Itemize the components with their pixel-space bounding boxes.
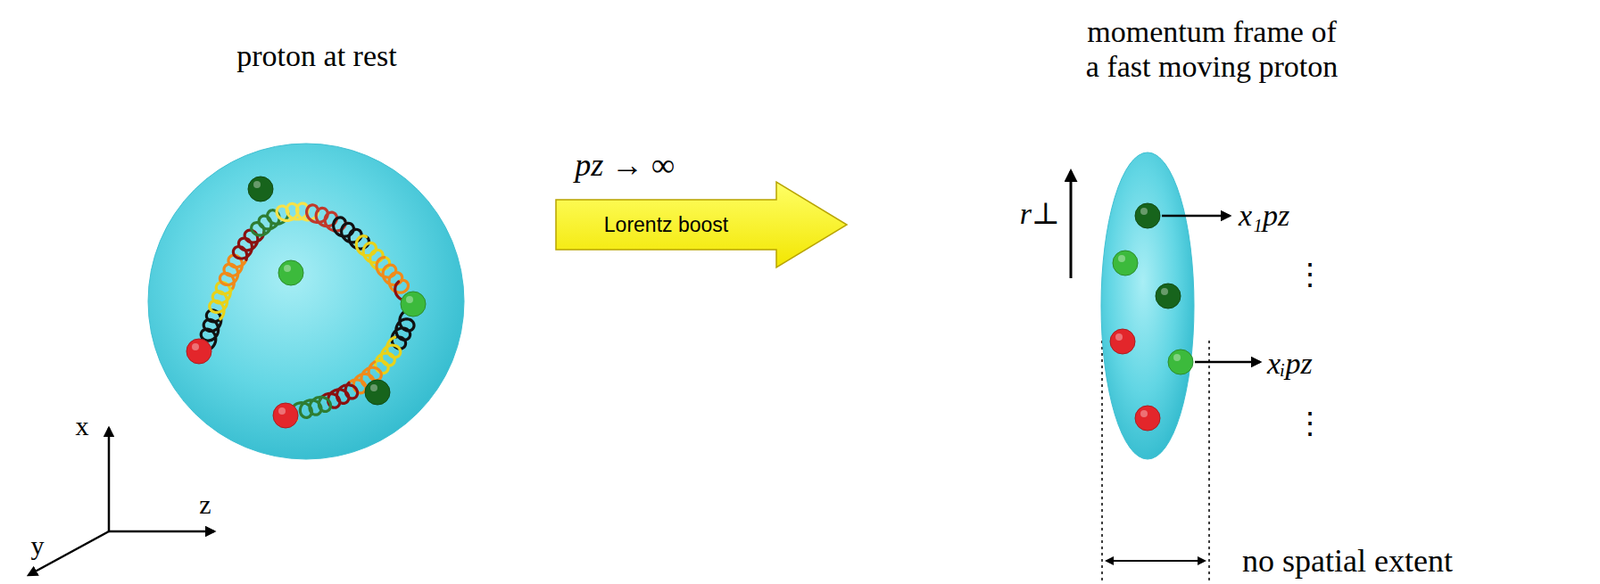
annotation-label: xᵢpz xyxy=(1267,348,1313,380)
momentum-arrow xyxy=(1161,215,1230,218)
quark-dot xyxy=(273,403,299,429)
gluon-spring xyxy=(251,210,289,236)
extent-arrow xyxy=(1106,560,1205,563)
quark-highlight xyxy=(1173,354,1181,362)
quark-highlight xyxy=(406,296,414,304)
gluon-spring xyxy=(376,257,408,294)
annotation-label: z xyxy=(198,491,211,519)
gluon-spring xyxy=(219,255,246,289)
quark-highlight xyxy=(1140,207,1148,216)
arrow-label: Lorentz boost xyxy=(604,213,729,237)
heading: momentum frame of a fast moving proton xyxy=(1081,14,1343,84)
proton-body xyxy=(148,143,465,460)
quark-dot xyxy=(400,291,426,317)
quark-highlight xyxy=(253,181,261,189)
annotation-label: no spatial extent xyxy=(1242,545,1453,578)
proton-sphere: proton at rest xyxy=(148,143,465,460)
quark-dot xyxy=(278,260,304,286)
gluon-spring xyxy=(209,282,233,320)
annotation-label: r⊥ xyxy=(1019,198,1061,230)
quark-highlight xyxy=(370,384,378,392)
annotation-label: x xyxy=(75,413,90,440)
heading: proton at rest xyxy=(236,38,397,74)
node-shape xyxy=(148,143,465,460)
gluon-spring xyxy=(333,217,370,249)
quark-highlight xyxy=(191,343,199,351)
gluon-spring xyxy=(356,236,390,271)
coordinate-axes xyxy=(28,428,215,576)
annotation-label: ⋮ xyxy=(1294,408,1326,440)
quark-highlight xyxy=(283,265,291,273)
quark-highlight xyxy=(1160,288,1169,296)
gluon-spring xyxy=(348,362,382,394)
transverse-arrow xyxy=(1069,171,1073,279)
annotation-label: x₁pz xyxy=(1238,200,1290,232)
arrow-shape xyxy=(555,182,847,268)
annotation-label: pz → ∞ xyxy=(574,149,675,182)
quark-dot xyxy=(1155,283,1181,309)
quark-dot xyxy=(1110,329,1136,355)
boost-arrow: Lorentz boost xyxy=(555,182,847,268)
gluon-spring xyxy=(320,382,358,408)
proton-body xyxy=(1101,152,1194,460)
quark-dot xyxy=(1168,349,1194,375)
annotation-label: y xyxy=(31,532,45,560)
quark-highlight xyxy=(1140,410,1148,418)
quark-highlight xyxy=(278,407,286,415)
quark-dot xyxy=(364,380,390,406)
quark-highlight xyxy=(1118,255,1126,263)
quark-dot xyxy=(1135,203,1161,229)
proton-disk: momentum frame of a fast moving proton xyxy=(1101,152,1194,460)
quark-highlight xyxy=(1115,333,1123,341)
quark-dot xyxy=(248,176,274,202)
momentum-arrow xyxy=(1194,361,1261,365)
annotation-label: ⋮ xyxy=(1294,259,1326,291)
node-shape xyxy=(1101,152,1194,460)
quark-dot xyxy=(186,339,212,365)
quark-dot xyxy=(1112,250,1138,276)
quark-dot xyxy=(1135,406,1161,432)
